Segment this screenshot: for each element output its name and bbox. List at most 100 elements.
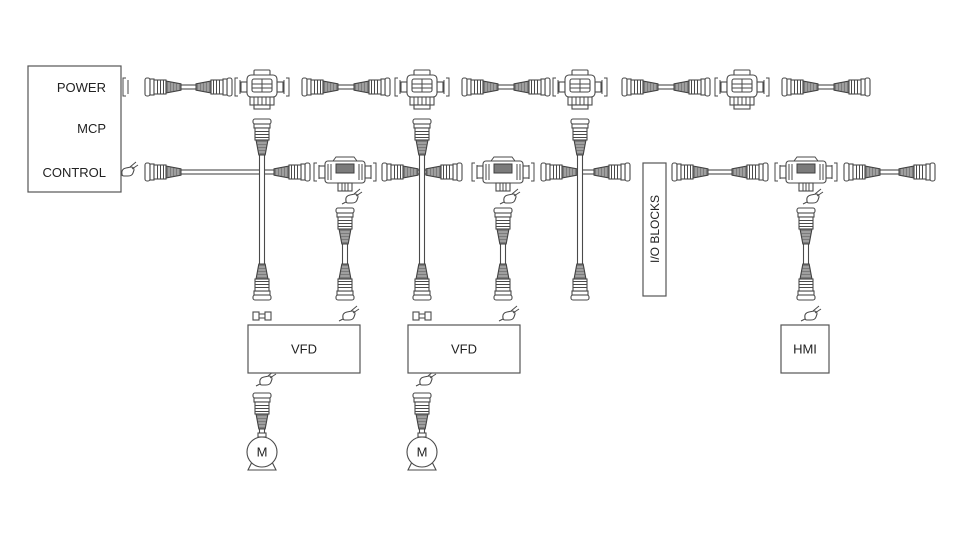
plug-strain-relief	[593, 165, 610, 179]
plug-strain-relief	[415, 263, 429, 280]
vfd-2-power-receptacle-icon	[412, 311, 432, 321]
tee-bracket-left	[471, 162, 475, 182]
plug-cap	[796, 207, 816, 214]
motor-1-label: M	[257, 445, 268, 460]
plug-left	[301, 77, 339, 97]
plug-right	[195, 77, 233, 97]
control-tee-2	[471, 156, 535, 192]
plug-ring	[545, 163, 551, 181]
plug-cap	[412, 392, 432, 399]
plug-ring	[797, 290, 815, 296]
plug-ring	[860, 78, 866, 96]
tee-top-clip	[793, 156, 819, 162]
control-drop-hand-icon-1	[341, 188, 363, 205]
hand-icon-finger	[499, 188, 521, 205]
tee-bracket-right	[446, 77, 450, 97]
tee-side-port-right	[276, 81, 284, 93]
plug-strain-relief	[561, 165, 578, 179]
plug-cap	[381, 162, 388, 182]
tee-bracket-right	[286, 77, 290, 97]
hand-icon-palm	[502, 310, 516, 321]
plug-strain-relief	[496, 228, 510, 245]
receptacle-icon-right	[424, 311, 432, 321]
plug-left	[781, 77, 819, 97]
hand-icon-palm	[806, 193, 820, 204]
hmi-control-hand-icon	[800, 305, 822, 322]
plug-left	[621, 77, 659, 97]
plug-ring	[676, 163, 682, 181]
tee-side-port-left	[318, 165, 326, 179]
tee-bracket-left	[394, 77, 398, 97]
plug-ring	[253, 290, 271, 296]
plug-ring	[758, 163, 764, 181]
cable-jacket	[258, 153, 266, 266]
plug-ring	[925, 163, 931, 181]
tee-bracket-left	[234, 77, 238, 97]
hmi-box	[780, 324, 830, 374]
plug-strain-relief	[255, 413, 269, 430]
plug-top	[570, 118, 590, 156]
control-drop-hand-icon-3	[802, 188, 824, 205]
panel-label-mcp: MCP	[77, 121, 106, 136]
vfd-1-box	[247, 324, 361, 374]
plug-cap	[412, 118, 432, 125]
tee-outlet	[253, 104, 271, 110]
tee-side-port-right	[522, 165, 530, 179]
vfd-2-label: VFD	[451, 342, 477, 357]
plug-cap	[671, 162, 678, 182]
plug-cap	[144, 77, 151, 97]
plug-bottom	[796, 263, 816, 301]
plug-left	[381, 162, 419, 182]
plug-cap	[384, 77, 391, 97]
plug-ring	[380, 78, 386, 96]
tee-side-port-right	[756, 81, 764, 93]
cable-jacket	[576, 153, 584, 266]
plug-ring	[253, 397, 271, 403]
plug-ring	[336, 290, 354, 296]
vfd-1-label: VFD	[291, 342, 317, 357]
plug-left	[540, 162, 578, 182]
plug-bottom	[493, 263, 513, 301]
hand-icon-finger	[341, 188, 363, 205]
plug-strain-relief	[802, 80, 819, 94]
tee-bracket-right	[766, 77, 770, 97]
plug-cap	[493, 207, 513, 214]
control-drop-cable-3	[796, 207, 816, 301]
vfd-2-output-hand-icon	[415, 370, 437, 387]
receptacle-icon-right	[264, 311, 272, 321]
power-drop-cable-2	[412, 118, 432, 301]
plug-right	[353, 77, 391, 97]
plug-cap	[304, 162, 311, 182]
plug-right	[425, 162, 463, 182]
plug-left	[144, 77, 182, 97]
plug-right	[513, 77, 551, 97]
panel-control-hand-icon	[117, 161, 139, 178]
plug-strain-relief	[353, 80, 370, 94]
plug-cap	[544, 77, 551, 97]
plug-ring	[149, 78, 155, 96]
cabling-layer	[117, 69, 936, 471]
io-blocks-label: I/O BLOCKS	[648, 195, 662, 263]
plug-strain-relief	[338, 263, 352, 280]
vfd-1-power-receptacle-icon	[252, 311, 272, 321]
plug-strain-relief	[496, 263, 510, 280]
hand-icon-palm	[503, 193, 517, 204]
motor-lead-plug	[412, 392, 432, 430]
plug-strain-relief	[731, 165, 748, 179]
tee-side-port-left	[779, 165, 787, 179]
cable-jacket	[336, 84, 356, 90]
hand-icon-palm	[345, 193, 359, 204]
hand-icon-finger	[498, 305, 520, 322]
motor-terminal-box	[257, 432, 267, 438]
control-trunk-cable-4	[671, 162, 769, 182]
control-trunk-cable-3	[540, 162, 631, 182]
plug-left	[144, 162, 182, 182]
motor-2-label: M	[417, 445, 428, 460]
motor-2	[406, 432, 438, 471]
plug-strain-relief	[898, 165, 915, 179]
control-trunk-cable-5	[843, 162, 936, 182]
plug-bottom	[335, 263, 355, 301]
hand-icon-palm	[804, 310, 818, 321]
power-trunk-cable-3	[461, 77, 551, 97]
